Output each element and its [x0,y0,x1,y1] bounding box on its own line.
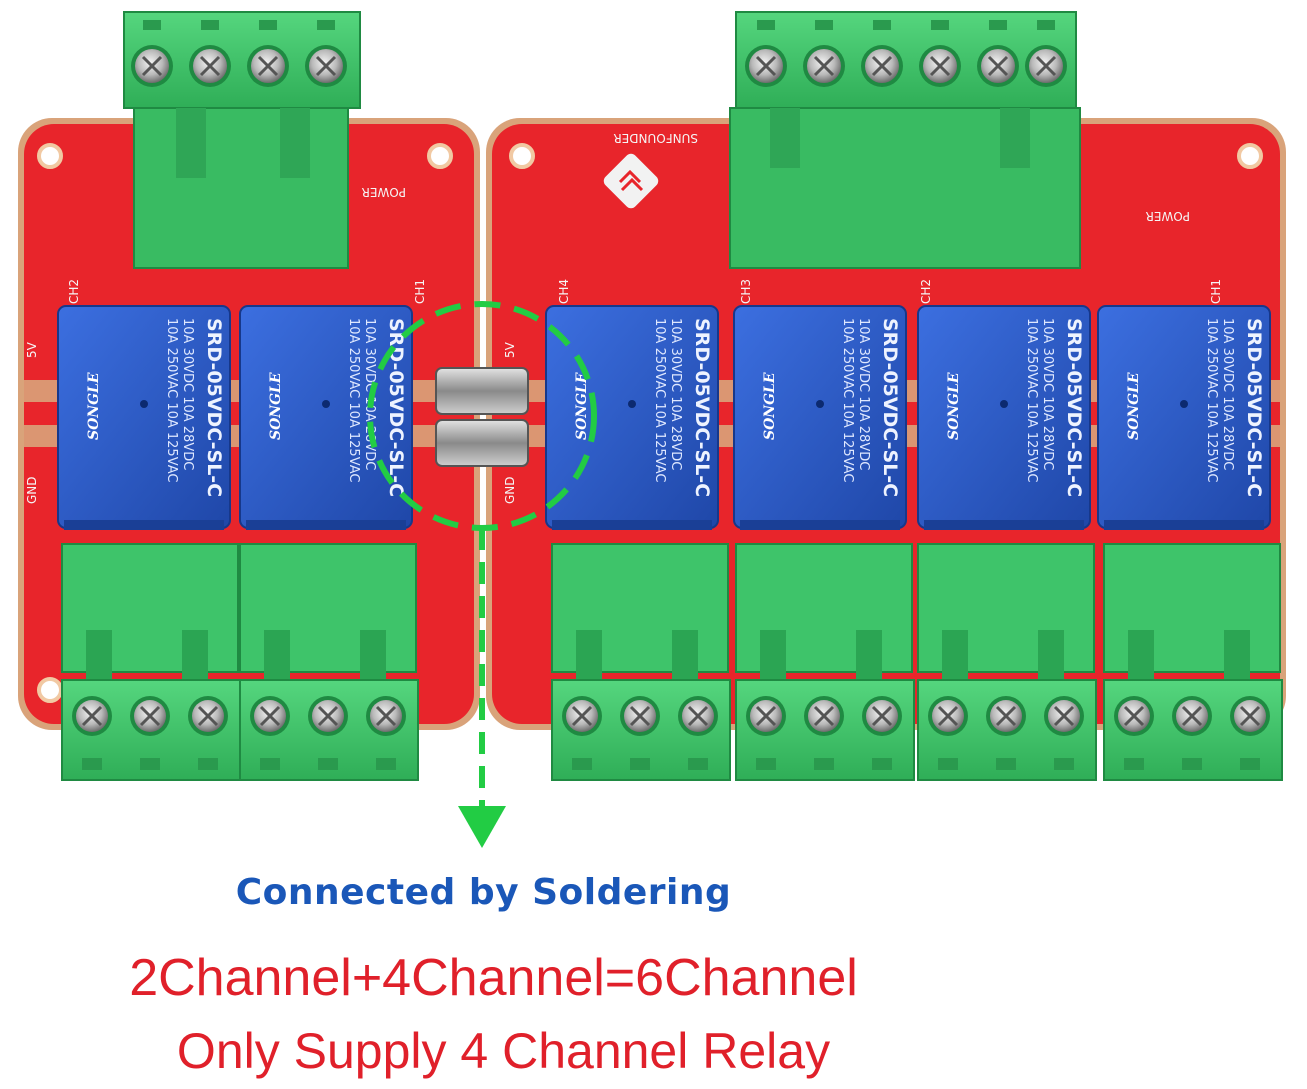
relay-rating-ac: 10A 250VAC 10A 125VAC [164,318,179,483]
brand-label: SUNFOUNDER [613,131,698,145]
ch-label-l1: CH1 [413,279,427,304]
relay-brand: SONGLE [946,372,962,440]
sunfounder-logo [603,153,659,209]
ch-label-r2: CH2 [919,279,933,304]
ch-label-l0: CH2 [67,279,81,304]
relay-brand: SONGLE [574,372,590,440]
relay-rating-ac: 10A 250VAC 10A 125VAC [652,318,667,483]
relay-rating-ac: 10A 250VAC 10A 125VAC [346,318,361,483]
silkscreen: SUNFOUNDER POWER POWER 5V GND 5V GND CH2… [25,131,1223,504]
connection-caption: Connected by Soldering [235,872,732,913]
bottom-terminal-blocks [61,543,1283,781]
relay-brand: SONGLE [86,372,102,440]
bottom-terminal-3 [551,543,731,781]
relay-model-text: SRD-05VDC-SL-C [385,318,407,497]
bottom-terminal-4 [735,543,915,781]
gnd-label-right: GND [503,476,517,504]
ch-label-r0: CH4 [557,279,571,304]
bottom-terminal-5 [917,543,1097,781]
relay-rating-dc: 10A 30VDC 10A 28VDC [180,318,195,470]
relay-model-text: SRD-05VDC-SL-C [203,318,225,497]
arrow-down-icon [458,806,506,848]
relay-rating-dc: 10A 30VDC 10A 28VDC [668,318,683,470]
relay-brand: SONGLE [1126,372,1142,440]
relay-model-text: SRD-05VDC-SL-C [879,318,901,497]
relay-rating-dc: 10A 30VDC 10A 28VDC [856,318,871,470]
relay-rating-ac: 10A 250VAC 10A 125VAC [1024,318,1039,483]
relay-model-text: SRD-05VDC-SL-C [691,318,713,497]
top-terminal-left [123,11,361,269]
relay-model-text: SRD-05VDC-SL-C [1243,318,1265,497]
bottom-terminal-2 [239,543,419,781]
top-terminal-right [729,11,1081,269]
relay-rating-ac: 10A 250VAC 10A 125VAC [840,318,855,483]
equation-caption: 2Channel+4Channel=6Channel [129,949,858,1007]
relay-rating-dc: 10A 30VDC 10A 28VDC [1040,318,1055,470]
power-label-right: POWER [1146,209,1190,223]
relay-model-text: SRD-05VDC-SL-C [1063,318,1085,497]
bottom-terminal-1 [61,543,241,781]
vcc-label-right: 5V [503,341,517,358]
power-label-left: POWER [362,185,406,199]
relay-brand: SONGLE [762,372,778,440]
note-caption: Only Supply 4 Channel Relay [176,1023,831,1079]
ch-label-r1: CH3 [739,279,753,304]
relay-rating-dc: 10A 30VDC 10A 28VDC [1220,318,1235,470]
vcc-label-left: 5V [25,341,39,358]
solder-joints [435,367,529,467]
gnd-label-left: GND [25,476,39,504]
top-screws [131,20,1067,87]
relay-rating-ac: 10A 250VAC 10A 125VAC [1204,318,1219,483]
relay-brand: SONGLE [268,372,284,440]
ch-label-r3: CH1 [1209,279,1223,304]
bottom-terminal-6 [1103,543,1283,781]
solder-highlight [367,301,597,848]
